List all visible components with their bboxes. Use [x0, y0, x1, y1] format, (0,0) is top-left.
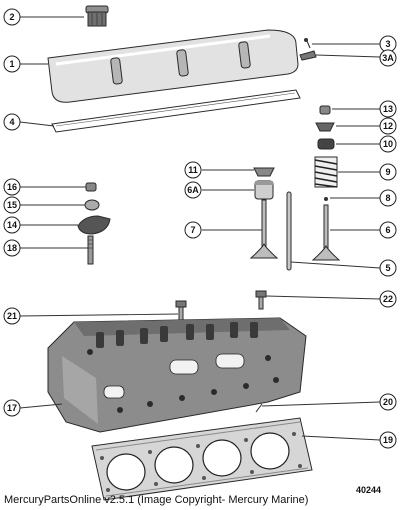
intake-valve[interactable] — [249, 199, 279, 259]
callout-13[interactable]: 13 — [379, 100, 397, 118]
callout-19[interactable]: 19 — [379, 431, 397, 449]
head-gasket[interactable] — [91, 417, 313, 501]
svg-text:9: 9 — [385, 167, 390, 177]
head-dowel-pin[interactable] — [255, 403, 263, 413]
svg-text:6A: 6A — [187, 185, 199, 195]
leader-lines — [19, 16, 381, 441]
callout-20[interactable]: 20 — [379, 393, 397, 411]
cylinder-head-bolt-right[interactable] — [255, 290, 267, 310]
svg-text:10: 10 — [383, 139, 393, 149]
cylinder-head[interactable] — [47, 317, 307, 433]
callout-4[interactable]: 4 — [3, 113, 21, 131]
svg-text:2: 2 — [9, 12, 14, 22]
svg-text:8: 8 — [385, 193, 390, 203]
valve-spring[interactable] — [314, 156, 338, 188]
callout-6[interactable]: 6 — [379, 221, 397, 239]
callout-15[interactable]: 15 — [3, 196, 21, 214]
svg-text:15: 15 — [7, 200, 17, 210]
valve-cap[interactable] — [253, 167, 275, 177]
rocker-arm-ball[interactable] — [84, 199, 100, 211]
valve-shield[interactable] — [254, 180, 274, 200]
svg-text:12: 12 — [383, 121, 393, 131]
callout-3a[interactable]: 3A — [379, 49, 397, 67]
valve-spring-cap[interactable] — [315, 122, 335, 132]
rocker-arm-cover[interactable] — [47, 29, 299, 103]
svg-text:13: 13 — [383, 104, 393, 114]
callout-22[interactable]: 22 — [379, 290, 397, 308]
rocker-cover-gasket[interactable] — [51, 89, 301, 133]
svg-text:7: 7 — [190, 225, 195, 235]
callout-12[interactable]: 12 — [379, 117, 397, 135]
svg-text:1: 1 — [9, 59, 14, 69]
callout-2[interactable]: 2 — [3, 8, 21, 26]
svg-text:14: 14 — [7, 220, 17, 230]
svg-text:11: 11 — [188, 165, 198, 175]
svg-text:17: 17 — [7, 403, 17, 413]
callout-6a[interactable]: 6A — [184, 181, 202, 199]
svg-text:3A: 3A — [382, 53, 394, 63]
callout-21[interactable]: 21 — [3, 307, 21, 325]
svg-text:18: 18 — [7, 243, 17, 253]
callout-10[interactable]: 10 — [379, 135, 397, 153]
callout-14[interactable]: 14 — [3, 216, 21, 234]
callout-1[interactable]: 1 — [3, 55, 21, 73]
rocker-arm[interactable] — [77, 215, 111, 235]
svg-text:4: 4 — [9, 117, 14, 127]
valve-oil-seal[interactable] — [324, 197, 328, 201]
footer-caption: MercuryPartsOnline v2.5.1 (Image Copyrig… — [4, 494, 309, 506]
valve-lock[interactable] — [319, 105, 331, 115]
exhaust-valve[interactable] — [311, 204, 341, 261]
svg-text:19: 19 — [383, 435, 393, 445]
oil-filler-cap[interactable] — [85, 5, 109, 27]
callout-8[interactable]: 8 — [379, 189, 397, 207]
svg-text:16: 16 — [7, 182, 17, 192]
callout-9[interactable]: 9 — [379, 163, 397, 181]
callout-16[interactable]: 16 — [3, 178, 21, 196]
rocker-arm-nut[interactable] — [85, 182, 97, 192]
cover-screw[interactable] — [304, 38, 311, 49]
cylinder-head-bolt-left[interactable] — [175, 300, 187, 322]
callout-3[interactable]: 3 — [379, 35, 397, 53]
valve-seal[interactable] — [317, 138, 335, 150]
cover-clip[interactable] — [299, 50, 317, 61]
svg-text:5: 5 — [385, 263, 390, 273]
callout-17[interactable]: 17 — [3, 399, 21, 417]
svg-text:22: 22 — [383, 294, 393, 304]
callout-7[interactable]: 7 — [184, 221, 202, 239]
callout-5[interactable]: 5 — [379, 259, 397, 277]
svg-text:3: 3 — [385, 39, 390, 49]
svg-text:6: 6 — [385, 225, 390, 235]
figure-number: 40244 — [356, 485, 382, 495]
svg-text:21: 21 — [7, 311, 17, 321]
push-rod[interactable] — [286, 191, 292, 271]
callout-18[interactable]: 18 — [3, 239, 21, 257]
callout-11[interactable]: 11 — [184, 161, 202, 179]
svg-text:20: 20 — [383, 397, 393, 407]
rocker-arm-stud[interactable] — [87, 235, 94, 265]
